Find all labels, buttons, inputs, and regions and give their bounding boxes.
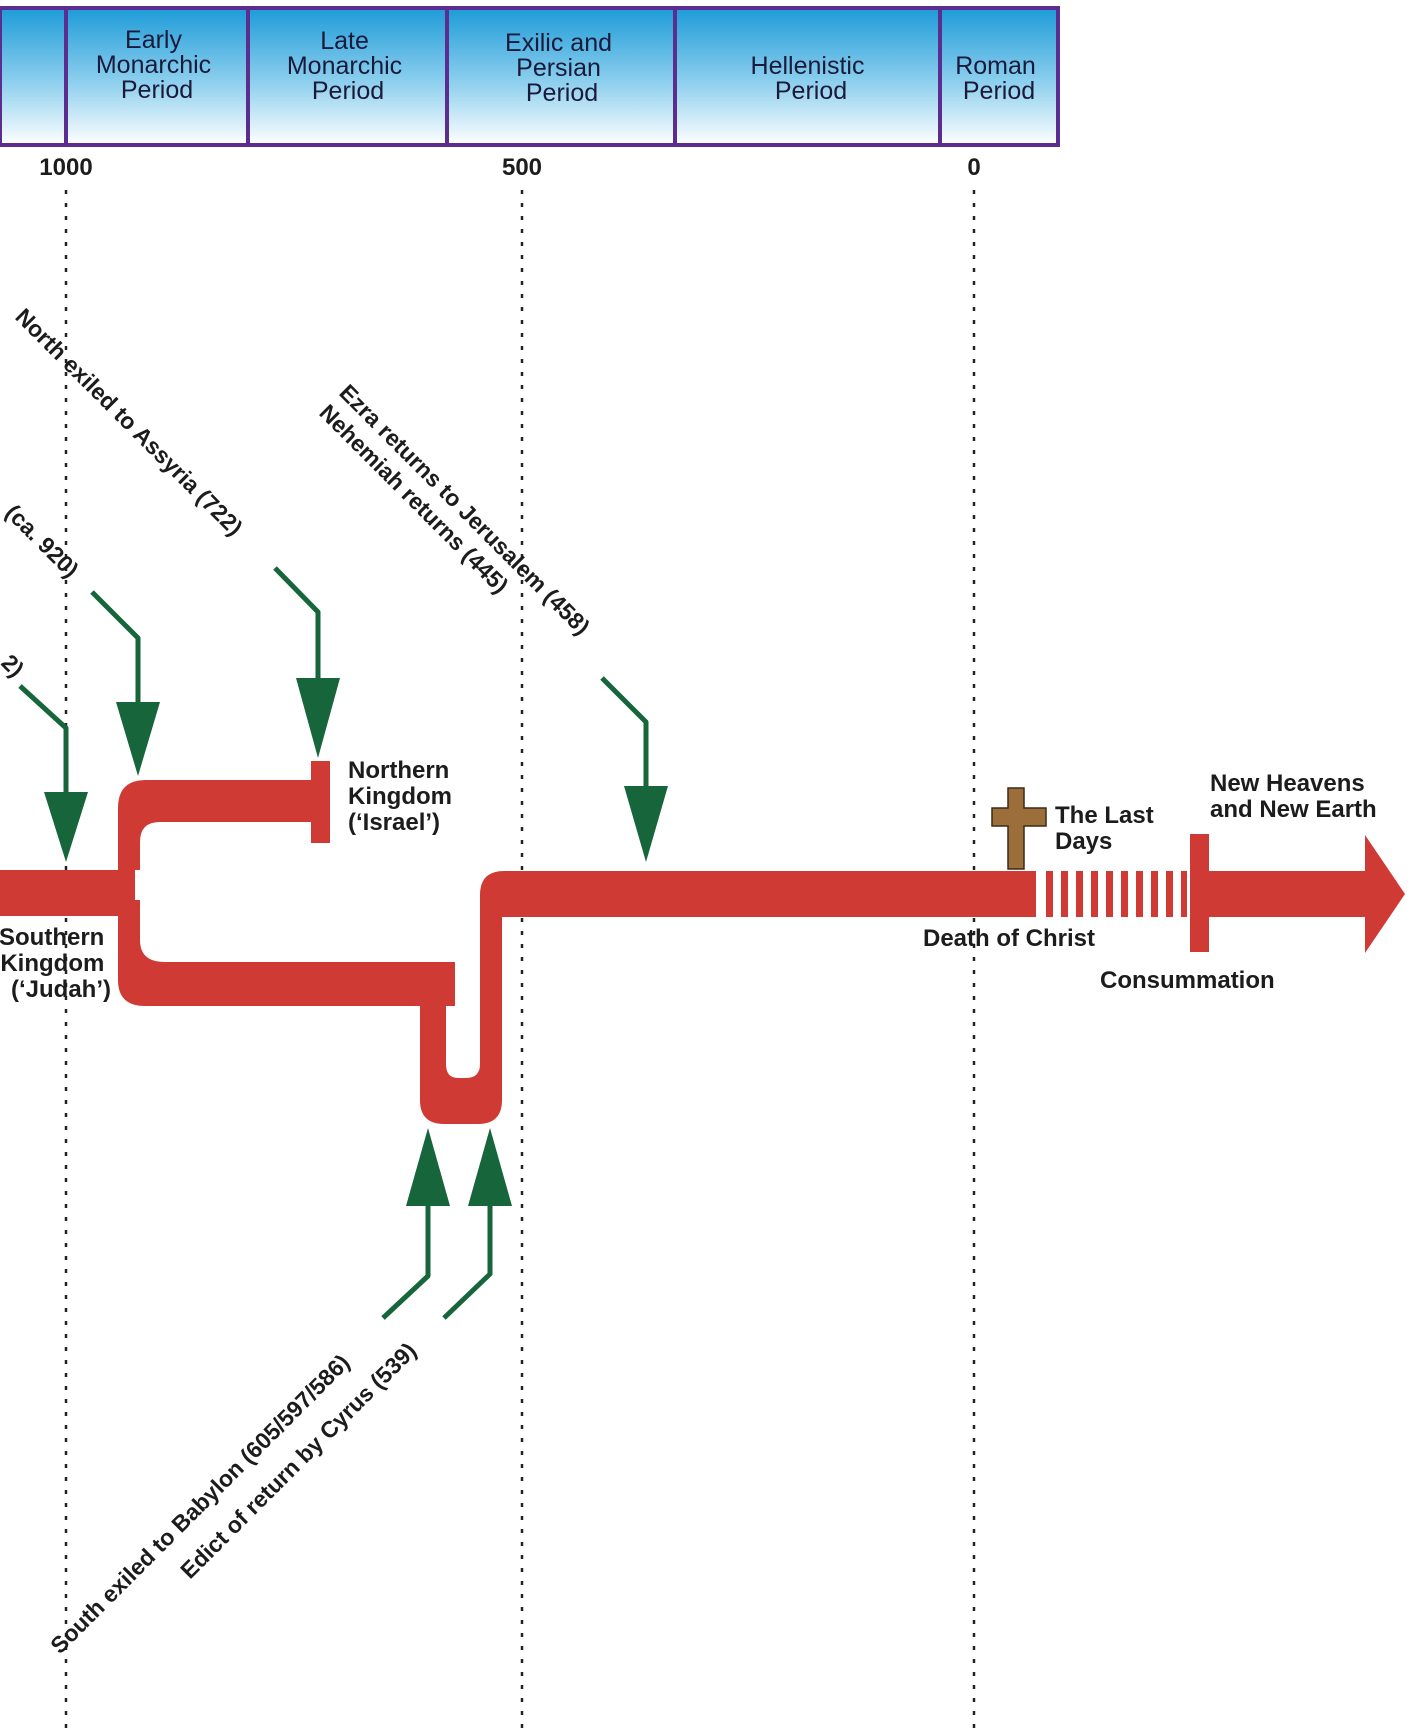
arrowhead-down [44, 792, 88, 862]
event-division: (ca. 920) [0, 499, 83, 582]
arrowhead-down [296, 678, 340, 758]
tick-1000: 1000 [39, 154, 92, 181]
event-south-exile: South exiled to Babylon (605/597/586) [45, 1349, 354, 1658]
northern-kingdom-end [311, 761, 330, 843]
event-edict: Edict of return by Cyrus (539) [175, 1337, 421, 1583]
period-late-monarchic: Late Monarchic Period [287, 27, 409, 105]
arrow-north-exile [273, 566, 321, 682]
exile-dip [420, 908, 502, 1124]
last-days-dashes [1046, 871, 1187, 917]
arrowhead-up [406, 1128, 450, 1206]
arrow-division [90, 590, 141, 705]
last-days-label: The Last Days [1055, 802, 1160, 855]
arrowheads [44, 678, 668, 1206]
new-heavens-label: New Heavens and New Earth [1210, 770, 1377, 823]
consummation-bar [1190, 834, 1209, 952]
kingdom-timeline [0, 761, 1405, 1124]
event-arrows [18, 566, 649, 1320]
post-exile-band [480, 871, 1036, 917]
new-heavens-arrow [1209, 835, 1405, 953]
period-exilic-persian: Exilic and Persian Period [505, 29, 619, 107]
arrow-ezra-nehemiah [600, 676, 649, 790]
northern-kingdom-band [118, 780, 315, 870]
arrow-edict [442, 1200, 493, 1320]
arrow-south-exile [381, 1200, 431, 1320]
southern-kingdom-band [118, 900, 455, 1006]
period-hellenistic: Hellenistic Period [751, 52, 872, 105]
tick-500: 500 [502, 154, 542, 181]
arrow-partial-left [18, 684, 69, 800]
event-north-exile: North exiled to Assyria (722) [10, 303, 247, 540]
event-partial-left: 2) [0, 649, 29, 682]
period-roman: Roman Period [955, 52, 1043, 105]
southern-kingdom-label: Southern Kingdom (‘Judah’) [0, 924, 111, 1003]
header-background [0, 6, 1060, 147]
event-nehemiah: Nehemiah returns (445) [314, 399, 513, 598]
cross-icon [991, 787, 1047, 870]
death-of-christ-label: Death of Christ [923, 925, 1095, 952]
arrowhead-down [116, 702, 160, 776]
event-ezra: Ezra returns to Jerusalem (458) [334, 379, 595, 640]
united-kingdom-band [0, 870, 135, 916]
period-early-monarchic: Early Monarchic Period [96, 26, 218, 104]
arrowhead-up [468, 1128, 512, 1206]
tick-0: 0 [967, 154, 980, 181]
consummation-label: Consummation [1100, 967, 1275, 994]
northern-kingdom-label: Northern Kingdom (‘Israel’) [348, 757, 459, 836]
period-header: Early Monarchic Period Late Monarchic Pe… [0, 6, 1060, 147]
arrowhead-down [624, 786, 668, 862]
